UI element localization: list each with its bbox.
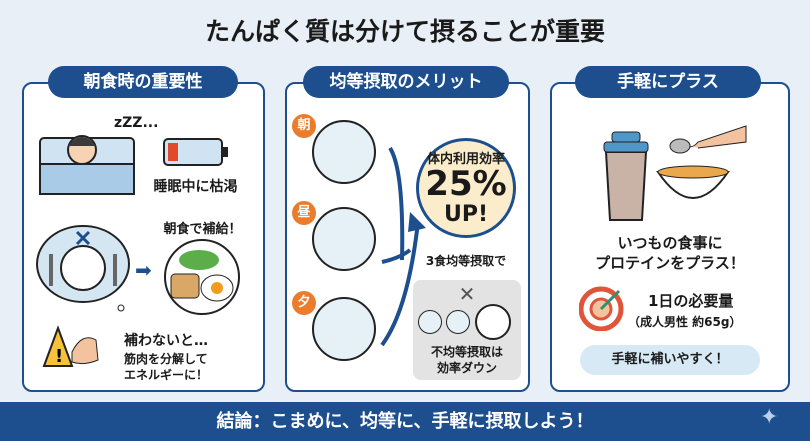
- caption-line2: プロテインをプラス！: [595, 254, 745, 272]
- meal-badge-breakfast: 朝: [292, 114, 316, 138]
- cross-icon: ✕: [458, 282, 476, 306]
- warning-title: 補わないと…: [124, 333, 208, 349]
- meal-plate-dinner: [312, 297, 376, 361]
- conclusion-banner: 結論：こまめに、均等に、手軽に摂取しよう！: [0, 402, 810, 441]
- page-title: たんぱく質は分けて摂ることが重要: [204, 17, 605, 46]
- warning-line2: エネルギーに！: [124, 368, 209, 382]
- panel-easy-plus-header: 手軽にプラス: [575, 66, 761, 98]
- sleeping-person-icon: [39, 135, 135, 195]
- converging-arrow-icon: [380, 146, 426, 347]
- empty-plate-thought-icon: [36, 225, 130, 312]
- warning-muscle-icon: !: [42, 325, 99, 367]
- meal-badge-dinner: 夕: [292, 291, 316, 315]
- meal-plate-breakfast: [312, 120, 376, 184]
- efficiency-up: UP!: [443, 202, 489, 227]
- target-muscle-icon: [579, 286, 624, 331]
- panel-equal-intake-header: 均等摂取のメリット: [303, 66, 509, 98]
- unequal-line1: 不均等摂取は: [430, 345, 503, 359]
- zzz-text: zZZ...: [114, 115, 159, 131]
- daily-detail: （成人男性 約65g）: [628, 315, 742, 329]
- battery-low-icon: [163, 138, 228, 166]
- equal-caption: 3食均等摂取で: [425, 254, 507, 268]
- battery-caption: 睡眠中に枯渇: [153, 179, 238, 195]
- meal-badge-lunch: 昼: [292, 201, 316, 225]
- arrow-right-icon: ➡: [135, 258, 152, 282]
- sparkle-icon: ✦: [760, 405, 779, 430]
- small-plate-icon: [418, 310, 442, 334]
- daily-title: 1日の必要量: [648, 292, 734, 310]
- protein-shaker-and-soup-icon: [603, 125, 747, 221]
- panel-breakfast-header: 朝食時の重要性: [48, 66, 238, 98]
- caption-line1: いつもの食事に: [617, 234, 723, 252]
- efficiency-label: 体内利用効率: [426, 152, 505, 167]
- unequal-line2: 効率ダウン: [436, 361, 497, 375]
- empty-plate-icon: [475, 304, 511, 340]
- panel-easy-plus: [550, 82, 790, 392]
- warning-line1: 筋肉を分解して: [124, 352, 208, 366]
- small-plate-icon: [446, 310, 470, 334]
- efficiency-value: 25%: [425, 164, 507, 204]
- breakfast-caption: 朝食で補給！: [163, 222, 242, 237]
- meal-plate-lunch: [312, 207, 376, 271]
- efficiency-circle: [416, 138, 516, 238]
- breakfast-plate-icon: [164, 239, 240, 315]
- speech-bubble: 手軽に補いやすく！: [580, 345, 760, 375]
- svg-text:!: !: [55, 346, 63, 367]
